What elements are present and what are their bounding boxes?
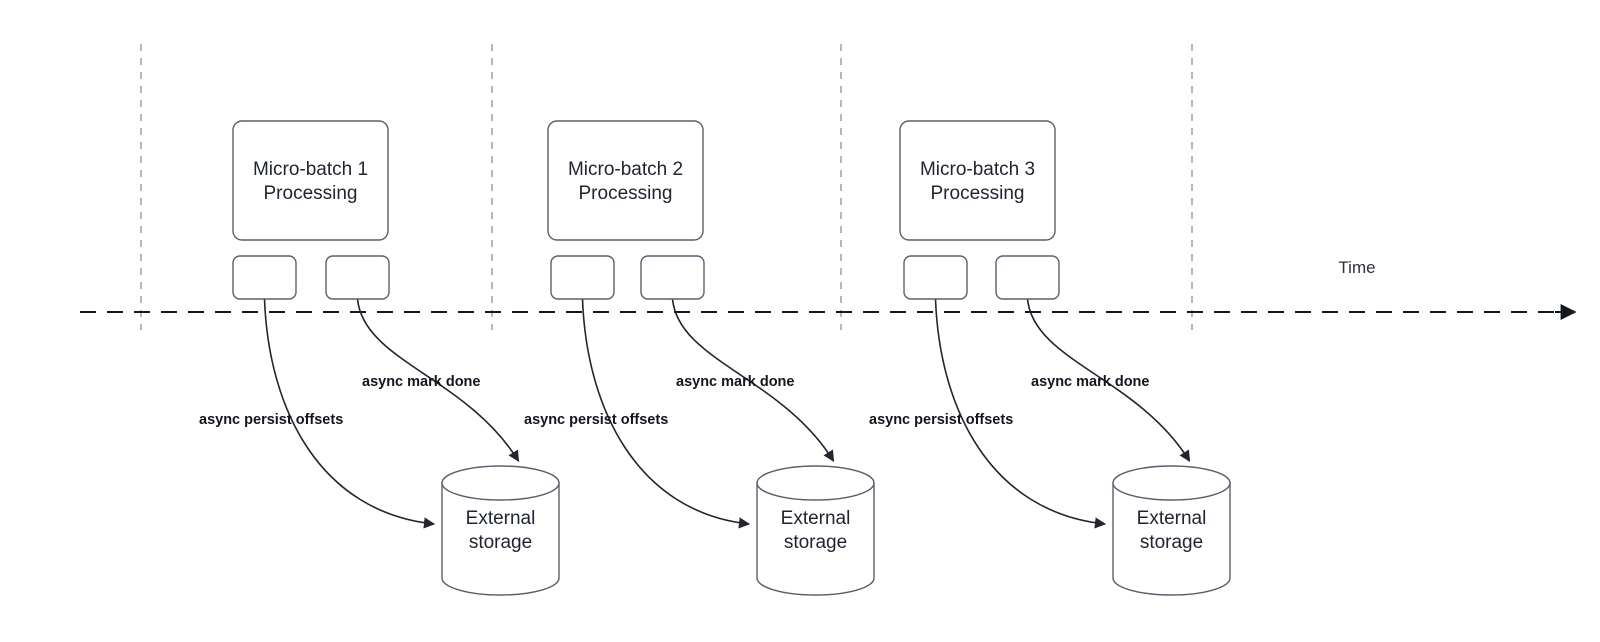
edge-label-mark-done-micro-batch-2: async mark done	[676, 374, 794, 390]
edge-async-persist-offsets-micro-batch-3	[934, 298, 1107, 529]
storage-cylinder-body-micro-batch-1[interactable]	[441, 482, 560, 596]
process-box-label-line1-micro-batch-2: Micro-batch 2	[568, 159, 683, 180]
edge-label-persist-offsets-micro-batch-1: async persist offsets	[199, 412, 343, 428]
storage-cylinder-body-micro-batch-2[interactable]	[756, 482, 875, 596]
edge-async-persist-offsets-micro-batch-2	[581, 298, 751, 529]
shapes-layer	[232, 120, 1231, 596]
process-box-label-line2-micro-batch-2: Processing	[579, 183, 673, 204]
storage-label-line2-micro-batch-3: storage	[1140, 532, 1203, 553]
storage-cylinder-top-micro-batch-2	[756, 465, 875, 501]
event-tick-box-micro-batch-1-1[interactable]	[232, 255, 297, 300]
time-axis-label: Time	[1338, 258, 1375, 277]
storage-cylinder-top-micro-batch-3	[1112, 465, 1231, 501]
edge-async-persist-offsets-micro-batch-1	[263, 298, 436, 529]
edges-layer	[263, 298, 1191, 529]
storage-label-line2-micro-batch-2: storage	[784, 532, 847, 553]
event-tick-box-micro-batch-3-2[interactable]	[995, 255, 1060, 300]
event-tick-box-micro-batch-3-1[interactable]	[903, 255, 968, 300]
edge-async-mark-done-micro-batch-2	[671, 298, 835, 462]
edge-label-persist-offsets-micro-batch-3: async persist offsets	[869, 412, 1013, 428]
edge-async-mark-done-micro-batch-1	[356, 298, 520, 462]
process-box-label-line2-micro-batch-1: Processing	[264, 183, 358, 204]
storage-cylinder-top-micro-batch-1	[441, 465, 560, 501]
event-tick-box-micro-batch-2-1[interactable]	[550, 255, 615, 300]
process-box-micro-batch-1[interactable]	[232, 120, 389, 241]
process-box-label-line1-micro-batch-1: Micro-batch 1	[253, 159, 368, 180]
storage-label-line1-micro-batch-1: External	[466, 508, 536, 529]
edge-label-mark-done-micro-batch-1: async mark done	[362, 374, 480, 390]
edge-label-mark-done-micro-batch-3: async mark done	[1031, 374, 1149, 390]
process-box-micro-batch-3[interactable]	[899, 120, 1056, 241]
edge-label-persist-offsets-micro-batch-2: async persist offsets	[524, 412, 668, 428]
storage-cylinder-body-micro-batch-3[interactable]	[1112, 482, 1231, 596]
timeline-boundary-gridlines	[140, 44, 1193, 330]
event-tick-box-micro-batch-1-2[interactable]	[325, 255, 390, 300]
edge-async-mark-done-micro-batch-3	[1026, 298, 1191, 462]
storage-label-line2-micro-batch-1: storage	[469, 532, 532, 553]
event-tick-box-micro-batch-2-2[interactable]	[640, 255, 705, 300]
process-box-micro-batch-2[interactable]	[547, 120, 704, 241]
process-box-label-line2-micro-batch-3: Processing	[931, 183, 1025, 204]
storage-label-line1-micro-batch-3: External	[1137, 508, 1207, 529]
process-box-label-line1-micro-batch-3: Micro-batch 3	[920, 159, 1035, 180]
storage-label-line1-micro-batch-2: External	[781, 508, 851, 529]
